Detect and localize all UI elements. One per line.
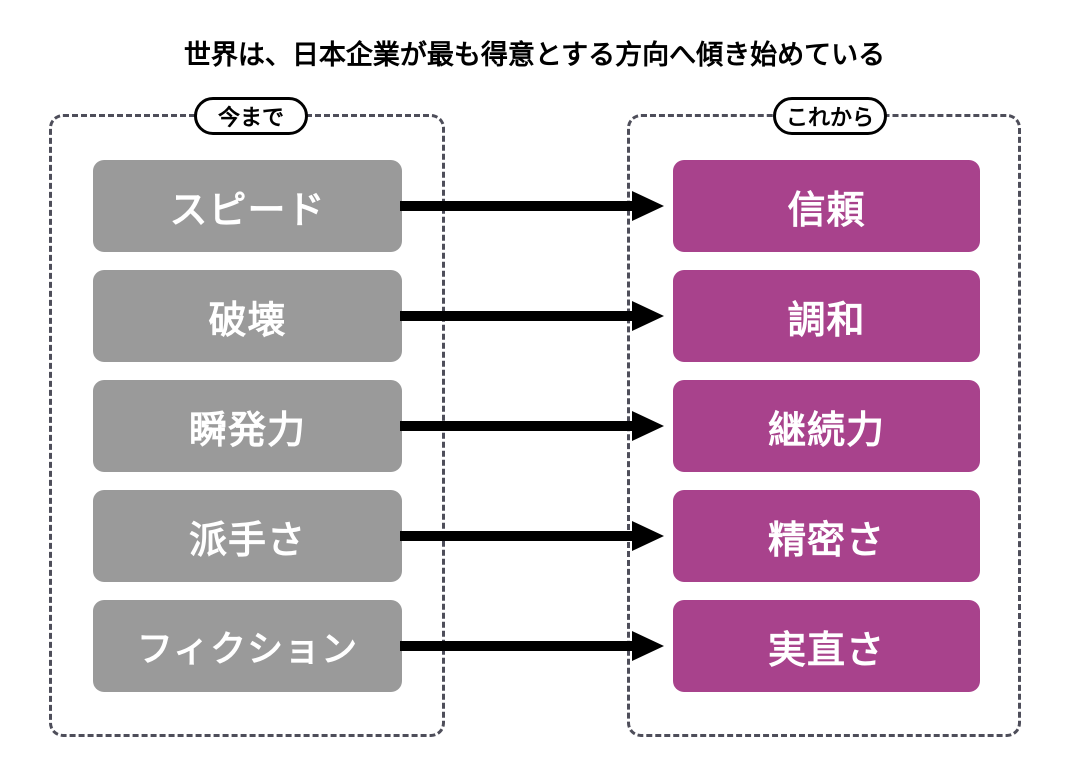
- old-node-1: 破壊: [93, 270, 402, 362]
- new-node-4: 実直さ: [673, 600, 980, 692]
- group-badge-future: これから: [773, 97, 887, 135]
- new-node-1: 調和: [673, 270, 980, 362]
- old-node-3: 派手さ: [93, 490, 402, 582]
- new-node-2: 継続力: [673, 380, 980, 472]
- group-badge-past: 今まで: [194, 97, 308, 135]
- old-node-2: 瞬発力: [93, 380, 402, 472]
- page-title: 世界は、日本企業が最も得意とする方向へ傾き始めている: [183, 40, 886, 71]
- old-node-0: スピード: [93, 160, 402, 252]
- new-node-0: 信頼: [673, 160, 980, 252]
- old-node-4: フィクション: [93, 600, 402, 692]
- new-node-3: 精密さ: [673, 490, 980, 582]
